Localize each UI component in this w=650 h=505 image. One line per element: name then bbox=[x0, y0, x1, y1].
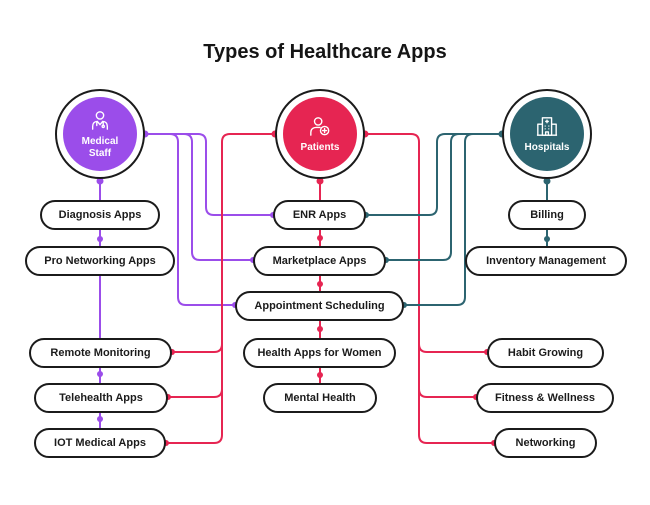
hub-patients-label: Patients bbox=[300, 141, 340, 153]
hospital-building-icon bbox=[536, 116, 558, 136]
hub-hospitals: Hospitals bbox=[502, 89, 592, 179]
hospitals-connectors bbox=[366, 133, 548, 306]
node-remote-monitoring: Remote Monitoring bbox=[29, 338, 172, 368]
patient-icon bbox=[310, 116, 330, 136]
diagram-title: Types of Healthcare Apps bbox=[203, 41, 447, 63]
hub-hospitals-label: Hospitals bbox=[524, 141, 570, 153]
node-diagnosis-apps: Diagnosis Apps bbox=[40, 200, 160, 230]
hub-medical-staff: Medical Staff bbox=[55, 89, 145, 179]
node-inventory-management: Inventory Management bbox=[465, 246, 627, 276]
node-fitness-wellness: Fitness & Wellness bbox=[476, 383, 614, 413]
hub-medical-staff-label: Medical Staff bbox=[81, 135, 119, 159]
node-appointment-scheduling: Appointment Scheduling bbox=[235, 291, 404, 321]
node-enr-apps: ENR Apps bbox=[273, 200, 366, 230]
node-habit-growing: Habit Growing bbox=[487, 338, 604, 368]
node-health-apps-for-women: Health Apps for Women bbox=[243, 338, 396, 368]
node-networking: Networking bbox=[494, 428, 597, 458]
node-mental-health: Mental Health bbox=[263, 383, 377, 413]
node-iot-medical-apps: IOT Medical Apps bbox=[34, 428, 166, 458]
node-billing: Billing bbox=[508, 200, 586, 230]
hub-patients: Patients bbox=[275, 89, 365, 179]
doctor-icon bbox=[91, 110, 109, 130]
node-telehealth-apps: Telehealth Apps bbox=[34, 383, 168, 413]
node-pro-networking-apps: Pro Networking Apps bbox=[25, 246, 175, 276]
node-marketplace-apps: Marketplace Apps bbox=[253, 246, 386, 276]
